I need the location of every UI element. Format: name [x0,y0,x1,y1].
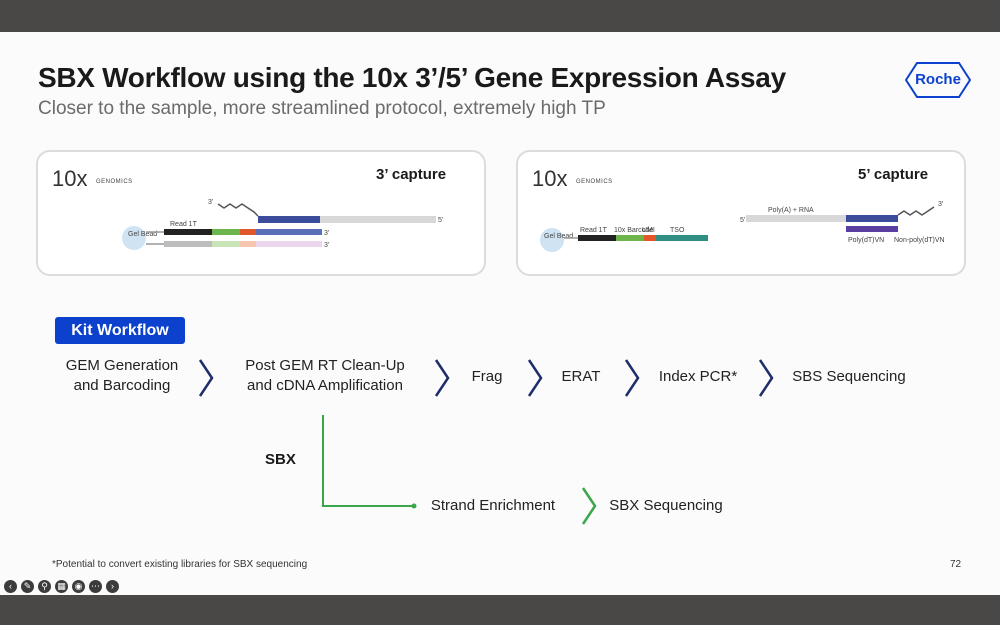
gel-bead-shape [540,228,564,252]
chevron-right-icon [434,359,450,397]
forward-icon[interactable]: › [106,580,119,593]
step-line: GEM Generation [65,357,179,374]
presenter-toolbar: ‹ ✎ ⚲ ▦ ◉ ⋯ › [4,580,119,594]
read1-label: Read 1T [170,221,198,228]
barcode-complement [212,241,240,247]
polya-label: Poly(A) + RNA [768,207,814,214]
brand-small-text: GENOMICS [96,179,133,185]
umi-complement [240,241,256,247]
read1-segment [578,235,616,241]
chevron-right-icon [527,359,543,397]
chevron-right-icon [624,359,640,397]
footnote: *Potential to convert existing libraries… [52,559,308,570]
end-label-b: 3’ [324,242,330,249]
step-strand-enrichment: Strand Enrichment [430,497,556,514]
brand-10x-genomics: 10x [532,166,567,192]
step-sbs-sequencing: SBS Sequencing [792,368,906,385]
polyt-segment [256,229,322,235]
presentation-slide: SBX Workflow using the 10x 3’/5’ Gene Ex… [0,32,1000,595]
rna-strand [746,215,846,222]
umi-segment [644,235,656,241]
read1-label: Read 1T [580,227,608,234]
roche-logo-icon [905,62,971,98]
polyt-complement [256,241,322,247]
mrna-end-zigzag [217,203,259,217]
end-label-3: 3’ [938,201,944,208]
polydt-label: Poly(dT)VN [848,237,884,244]
step-line: and Barcoding [73,377,171,394]
back-icon[interactable]: ‹ [4,580,17,593]
slide-title: SBX Workflow using the 10x 3’/5’ Gene Ex… [38,62,786,93]
more-icon[interactable]: ⋯ [89,580,102,593]
nonpolydt-label: Non-poly(dT)VN [894,237,945,244]
polya-segment [846,215,898,222]
gel-bead-shape [122,226,146,250]
end-label-5: 5’ [740,217,746,224]
kit-workflow-badge: Kit Workflow [55,317,185,344]
barcode-segment [212,229,240,235]
end-label-a: 3’ [324,230,330,237]
read1-segment [164,229,212,235]
3prime-capture-diagram: Gel Bead Read 1T 3’ 3’ 3’ 5’ [122,199,444,250]
rna-end-zigzag [897,206,935,216]
zoom-icon[interactable]: ⚲ [38,580,51,593]
step-index-pcr: Index PCR* [658,368,738,385]
end-label-5: 5’ [438,217,444,224]
chevron-right-icon [198,359,214,397]
end-label-top: 3’ [208,199,214,206]
polydt-primer [846,226,898,232]
capture-label-3prime: 3’ capture [376,166,447,183]
sbx-branch-label: SBX [265,451,296,468]
tso-segment [656,235,708,241]
card-3-prime-capture: 10x GENOMICS 3’ capture Gel Bead Read 1T… [36,150,486,276]
polya-tail [258,216,320,223]
grid-icon[interactable]: ▦ [55,580,68,593]
top-letterbox [0,0,1000,32]
brand-text: 10x [52,166,88,191]
step-line: and cDNA Amplification [247,377,403,394]
pen-icon[interactable]: ✎ [21,580,34,593]
camera-icon[interactable]: ◉ [72,580,85,593]
barcode-segment [616,235,644,241]
brand-text: 10x [532,166,568,191]
brand-small-text: GENOMICS [576,179,613,185]
chevron-right-icon [758,359,774,397]
brand-10x-genomics: 10x [52,166,87,192]
card-5-prime-capture: 10x GENOMICS 5’ capture Gel Bead Read 1T… [516,150,966,276]
slide-subtitle: Closer to the sample, more streamlined p… [38,98,606,119]
step-erat: ERAT [561,368,601,385]
barcode-label: 10x Barcode [614,227,653,234]
mrna-strand [320,216,436,223]
gel-bead-label: Gel Bead [544,233,573,240]
gel-bead-label: Gel Bead [128,231,157,238]
umi-label: UMI [642,227,655,234]
roche-logo-text: Roche [915,71,961,88]
step-line: Post GEM RT Clean-Up [245,357,405,374]
step-frag: Frag [471,368,503,385]
step-post-gem-cleanup: Post GEM RT Clean-Up and cDNA Amplificat… [234,356,416,396]
chevron-right-icon [581,487,597,525]
tso-label: TSO [670,227,685,234]
capture-label-5prime: 5’ capture [858,166,929,183]
step-sbx-sequencing: SBX Sequencing [609,497,723,514]
step-gem-generation: GEM Generation and Barcoding [50,356,194,396]
page-number: 72 [950,559,962,570]
5prime-capture-diagram: Gel Bead Read 1T 10x Barcode UMI TSO 5’ … [540,201,945,252]
read1-complement [164,241,212,247]
bottom-letterbox [0,595,1000,625]
umi-segment [240,229,256,235]
